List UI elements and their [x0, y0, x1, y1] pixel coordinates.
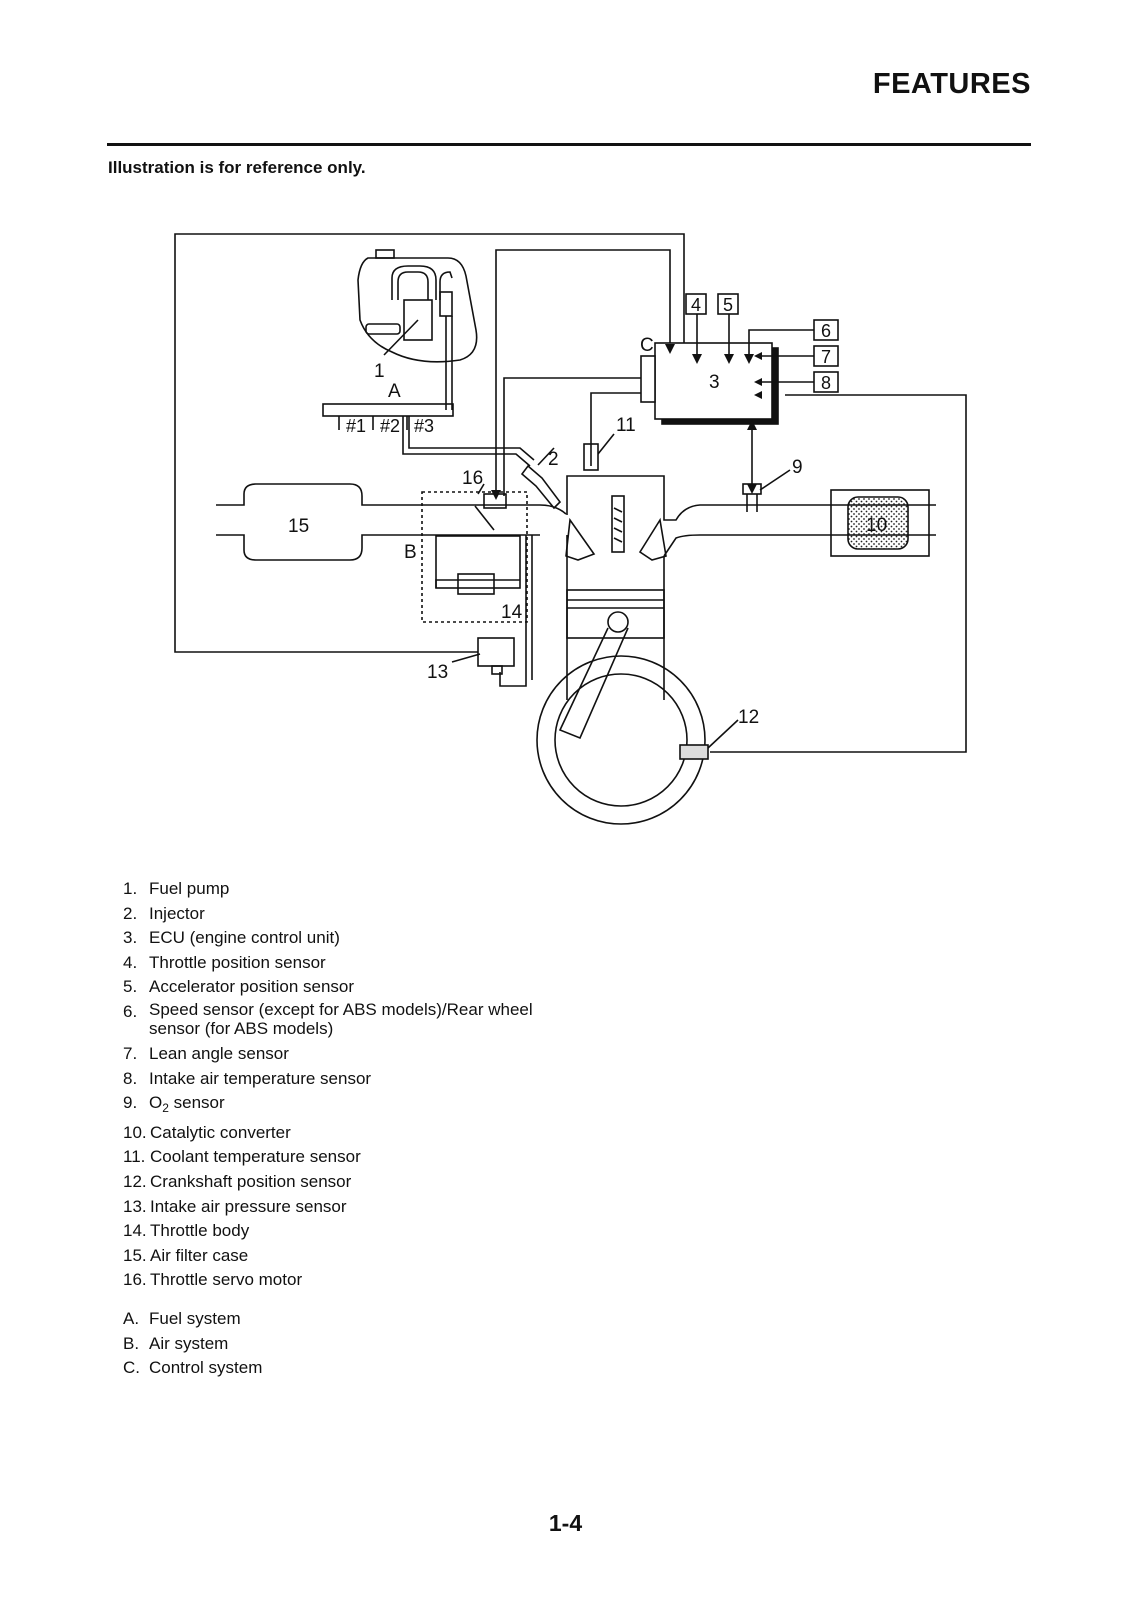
crankshaft-position-sensor [679, 744, 709, 760]
list-item: 2.Injector [123, 903, 205, 923]
wiring-coolant-line [590, 392, 647, 466]
ecu-connector [640, 355, 656, 403]
list-item: C.Control system [123, 1358, 263, 1378]
callout-9: 9 [792, 457, 803, 478]
list-item: 10.Catalytic converter [123, 1122, 291, 1142]
callout-15: 15 [288, 516, 309, 537]
list-item: 3.ECU (engine control unit) [123, 928, 340, 948]
list-item: 4.Throttle position sensor [123, 952, 326, 972]
header-rule [107, 143, 1031, 146]
crankcase-inner [554, 673, 688, 807]
box-4 [685, 293, 707, 315]
intake-air-pressure-sensor [477, 637, 515, 667]
callout-10: 10 [866, 515, 887, 536]
page-number: 1-4 [548, 1510, 583, 1536]
legend-gap [123, 1293, 539, 1307]
catalytic-converter [847, 496, 909, 550]
callout-A: A [388, 381, 401, 402]
list-item: 7.Lean angle sensor [123, 1043, 289, 1063]
callout-5: 5 [723, 295, 733, 315]
legend: 1.Fuel pump 2.Injector 3.ECU (engine con… [123, 877, 539, 1381]
callout-12: 12 [738, 707, 759, 728]
coolant-temperature-sensor [583, 443, 599, 471]
fuel-tank [357, 257, 478, 363]
wiring-crank-line [710, 394, 967, 753]
list-item: 13.Intake air pressure sensor [123, 1196, 347, 1216]
cylinder-1-label: #1 [346, 416, 366, 436]
list-item: 15.Air filter case [123, 1245, 249, 1265]
cylinder-2-label: #2 [380, 416, 400, 436]
wiring-frame-left [174, 233, 685, 653]
reference-note: Illustration is for reference only. [108, 158, 366, 177]
fuel-pump-body [403, 299, 433, 341]
callout-C: C [640, 335, 654, 356]
fuel-injection-diagram: 1 A #1 #2 #3 2 16 15 B 14 13 C 3 4 5 6 7… [174, 233, 967, 825]
cylinder-3-label: #3 [414, 416, 434, 436]
list-item: 9.O2 sensor [123, 1093, 225, 1116]
list-item: 8.Intake air temperature sensor [123, 1068, 372, 1088]
list-item: 12.Crankshaft position sensor [123, 1171, 352, 1191]
callout-7: 7 [821, 347, 831, 367]
callout-6: 6 [821, 321, 831, 341]
piston [566, 589, 665, 639]
callout-13: 13 [427, 662, 448, 683]
callout-4: 4 [691, 295, 701, 315]
callout-16: 16 [462, 468, 483, 489]
spark-plug [611, 495, 625, 553]
list-item: A.Fuel system [123, 1308, 241, 1328]
injector [520, 464, 562, 510]
wiring-servo-line [503, 377, 647, 496]
cylinder-wall [566, 556, 665, 700]
callout-2: 2 [548, 449, 559, 470]
fuel-rail [322, 403, 454, 417]
callout-14: 14 [501, 602, 523, 623]
page-title: FEATURES [872, 68, 1031, 100]
box-5 [717, 293, 739, 315]
callout-8: 8 [821, 373, 831, 393]
crankcase-outer [536, 655, 706, 825]
fuel-tank-cap [375, 249, 395, 259]
connecting-rod [558, 627, 629, 740]
wiring-throttle-line [495, 249, 671, 496]
intake-valve [565, 517, 596, 561]
catalyst-housing [830, 489, 930, 557]
throttle-body-outline [421, 491, 528, 623]
callout-11: 11 [616, 415, 636, 436]
callout-3: 3 [709, 372, 720, 393]
exhaust-valve [638, 517, 667, 561]
list-item: 1.Fuel pump [123, 879, 230, 898]
list-item: 6.Speed sensor (except for ABS models)/R… [123, 999, 533, 1038]
list-item: 16.Throttle servo motor [123, 1270, 303, 1290]
list-item: 14.Throttle body [123, 1221, 250, 1241]
intake-runner [410, 504, 567, 536]
list-item: 5.Accelerator position sensor [123, 977, 355, 997]
air-filter-case [216, 483, 410, 561]
callout-B: B [404, 542, 417, 563]
cylinder-head [566, 475, 790, 557]
callout-1: 1 [374, 361, 385, 382]
list-item: 11.Coolant temperature sensor [123, 1147, 361, 1167]
list-item: B.Air system [123, 1333, 229, 1353]
